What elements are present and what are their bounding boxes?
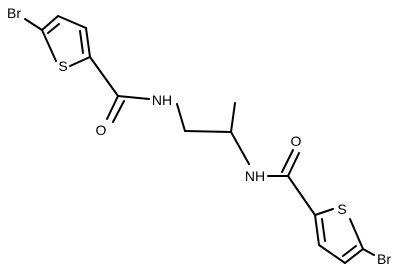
bond-c3-c4 — [57, 15, 87, 29]
bromine-lower-label: Br — [377, 251, 391, 267]
bond-carbonyl2-c7 — [287, 175, 316, 216]
bond-c2-c3-inner — [79, 30, 84, 54]
atom-o-lower: O — [291, 133, 302, 149]
bond-c5-br1 — [24, 18, 43, 31]
oxygen-lower-label: O — [291, 133, 302, 149]
atom-s-upper: S — [58, 58, 67, 74]
bond-c9-c8 — [318, 244, 346, 264]
bond-c2-carbonyl1 — [89, 56, 119, 97]
bond-c8-c7 — [314, 214, 320, 246]
bond-carbonyl1-o1-double — [112, 100, 125, 123]
bond-ch-methyl — [230, 102, 236, 133]
bond-c7-s2 — [314, 208, 334, 216]
bromine-upper-label: Br — [7, 5, 21, 21]
bond-c2-c3 — [85, 27, 91, 58]
bond-n1-ch2 — [176, 103, 186, 132]
bond-c10-br2 — [362, 248, 375, 256]
oxygen-upper-label: O — [96, 122, 107, 138]
bond-s1-c2 — [69, 56, 91, 67]
bond-c5-s1 — [41, 29, 57, 62]
atom-s-lower: S — [337, 201, 346, 217]
atom-n-upper: NH — [152, 92, 172, 108]
bond-s2-c10 — [349, 218, 364, 250]
bond-c8-c7-inner — [321, 218, 326, 242]
bond-c4-c5 — [41, 15, 59, 31]
bond-ch-n2 — [230, 131, 250, 165]
bond-c4-c5-inner — [47, 23, 60, 34]
atom-o-upper: O — [96, 122, 107, 138]
bond-c10-c9 — [344, 248, 364, 264]
amine-lower-label: NH — [245, 168, 265, 184]
bond-carbonyl2-o2 — [287, 152, 300, 177]
atom-br-upper: Br — [7, 5, 21, 21]
bonds — [24, 15, 375, 264]
bond-carbonyl1-o1 — [106, 95, 119, 120]
bond-carbonyl2-o2-double — [281, 149, 294, 173]
atom-labels: Br S O NH NH O S Br — [7, 5, 391, 267]
bond-ch2-ch — [184, 130, 232, 133]
sulfur-lower-label: S — [337, 201, 346, 217]
atom-br-lower: Br — [377, 251, 391, 267]
amine-upper-label: NH — [152, 92, 172, 108]
bond-c10-c9-inner — [342, 245, 357, 257]
atom-n-lower: NH — [245, 168, 265, 184]
sulfur-upper-label: S — [58, 58, 67, 74]
bond-carbonyl1-n1 — [117, 95, 150, 100]
